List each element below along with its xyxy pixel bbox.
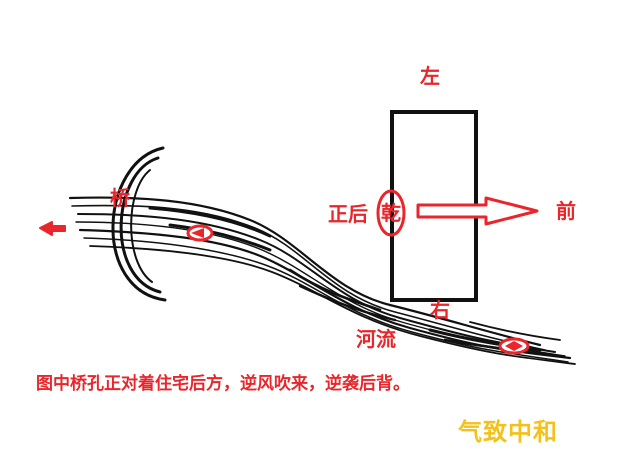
brand-watermark: 气致中和 — [458, 418, 558, 446]
label-left: 左 — [420, 64, 440, 88]
label-right: 右 — [430, 298, 450, 322]
bridge-arch-icon — [111, 146, 167, 302]
label-bridge: 桥 — [110, 186, 130, 210]
qian-circle-marker — [376, 189, 406, 237]
arrow-right-icon — [416, 196, 539, 226]
river-stroke-icon — [68, 196, 576, 365]
river-eye-marker-icon — [498, 337, 530, 355]
label-back: 正后 — [328, 202, 368, 226]
arrow-left-icon — [39, 221, 66, 236]
eye-marker-icon — [186, 224, 214, 242]
label-river: 河流 — [356, 327, 396, 351]
caption-text: 图中桥孔正对着住宅后方，逆风吹来，逆袭后背。 — [36, 374, 410, 394]
label-qian: 乾 — [381, 201, 401, 225]
label-front: 前 — [556, 199, 576, 223]
